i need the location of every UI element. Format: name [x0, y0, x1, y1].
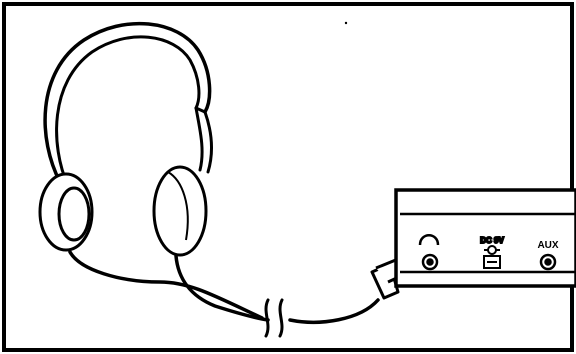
aux-label: AUX: [537, 240, 558, 251]
speck: [344, 21, 348, 25]
headphones-jack-icon: [418, 234, 440, 246]
headphones-jack: [418, 234, 440, 271]
aux-jack: AUX: [537, 240, 559, 271]
dc-power-label: DC 9V: [480, 236, 504, 245]
left-earcup: [38, 172, 94, 252]
dc-power-jack: DC 9V: [479, 235, 505, 269]
dc-power-jack-icon: [483, 245, 501, 269]
aux-jack-icon: [539, 253, 557, 271]
right-earcup: [152, 165, 208, 257]
headphone-cable: [68, 250, 380, 338]
headband: [43, 21, 214, 189]
device-panel: [394, 188, 576, 288]
